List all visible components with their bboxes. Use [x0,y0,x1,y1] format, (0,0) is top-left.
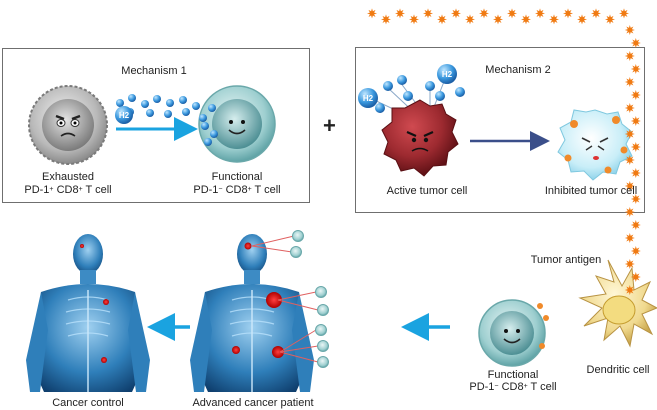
cancer-control-label: Cancer control [52,397,124,409]
cancer-control-body [26,234,150,392]
functional-bottom-line2: PD-1− CD8+ T cell [469,381,557,393]
exhausted-label-line1: Exhausted [42,171,94,183]
functional-label-line2: PD-1− CD8+ T cell [193,184,281,196]
tumor-antigen-label: Tumor antigen [530,254,602,266]
mechanism1-title: Mechanism 1 [121,65,187,77]
plus-sign: + [323,113,336,138]
exhausted-label-line2: PD-1+ CD8+ T cell [24,184,112,196]
dendritic-cell [578,259,657,348]
inhibited-tumor-label: Inhibited tumor cell [544,185,638,197]
advanced-patient-label: Advanced cancer patient [192,397,314,409]
functional-t-cell-bottom [478,299,549,367]
functional-label-line1: Functional [211,171,263,183]
patient-infiltrating-cells [251,230,329,368]
mechanism2-title: Mechanism 2 [485,64,551,76]
functional-bottom-line1: Functional [487,369,539,381]
active-tumor-label: Active tumor cell [386,185,468,197]
dendritic-cell-label: Dendritic cell [586,364,650,376]
advanced-cancer-patient-body [190,234,314,392]
